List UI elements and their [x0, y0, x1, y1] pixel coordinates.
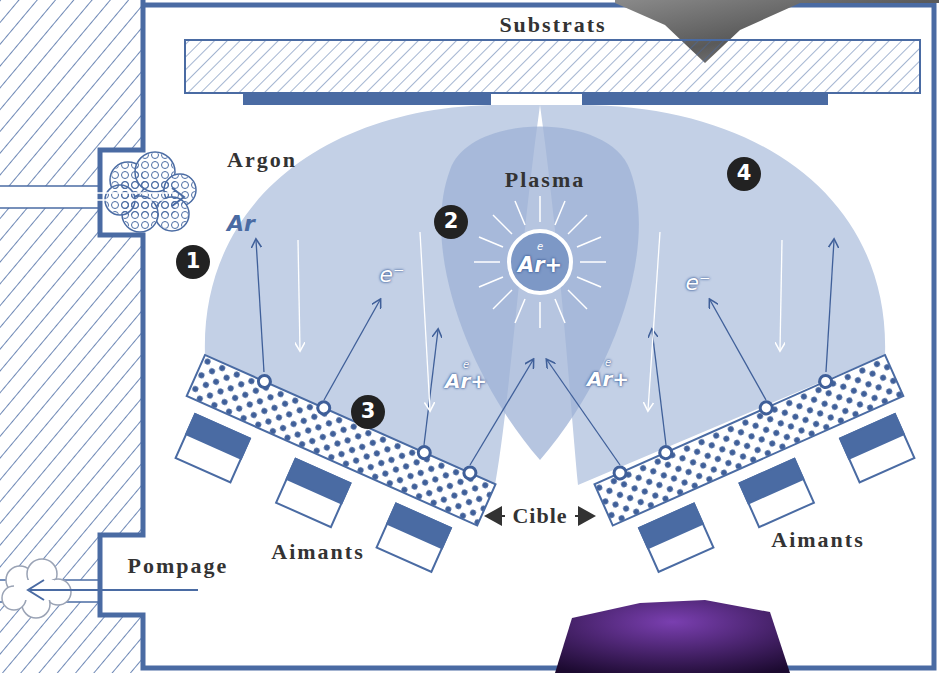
ion-label: Ar+ [587, 368, 629, 390]
plasma-core [441, 127, 639, 461]
callout-number: 4 [737, 162, 752, 185]
argon-cloud [20, 152, 196, 232]
callout-number: 1 [186, 250, 201, 273]
part-label: Aimants [771, 528, 864, 552]
gas-symbol: Ar [227, 212, 255, 236]
part-label: Cible [512, 504, 567, 528]
substrate [185, 40, 920, 93]
deposited-film [582, 94, 828, 105]
photo-inset [555, 600, 790, 673]
ion-label: Ar+ [445, 370, 487, 392]
part-label: Argon [227, 148, 297, 172]
deposited-film [243, 94, 491, 105]
part-label: Pompage [128, 554, 229, 578]
ion-glow [509, 231, 571, 293]
callout-disc [176, 157, 761, 429]
part-label: Plasma [505, 168, 585, 192]
ion-paths [298, 232, 782, 410]
electron-label: e⁻ [379, 263, 404, 287]
electron-label: e [605, 357, 611, 368]
plasma-glow [474, 196, 606, 328]
part-label: Substrats [499, 13, 606, 37]
chamber-wall [100, 0, 934, 668]
leader-arrow [486, 515, 505, 517]
target-assembly [592, 350, 928, 582]
electron-label: e [537, 241, 543, 252]
target-assembly [162, 350, 498, 582]
leader-arrow [575, 515, 594, 517]
callout-number: 3 [361, 400, 376, 423]
electron-label: e⁻ [685, 271, 710, 295]
ion-label: Ar+ [518, 254, 562, 277]
wall-hatch [0, 0, 143, 673]
electron-label: e [463, 359, 469, 370]
part-label: Aimants [271, 540, 364, 564]
callout-number: 2 [444, 210, 459, 233]
